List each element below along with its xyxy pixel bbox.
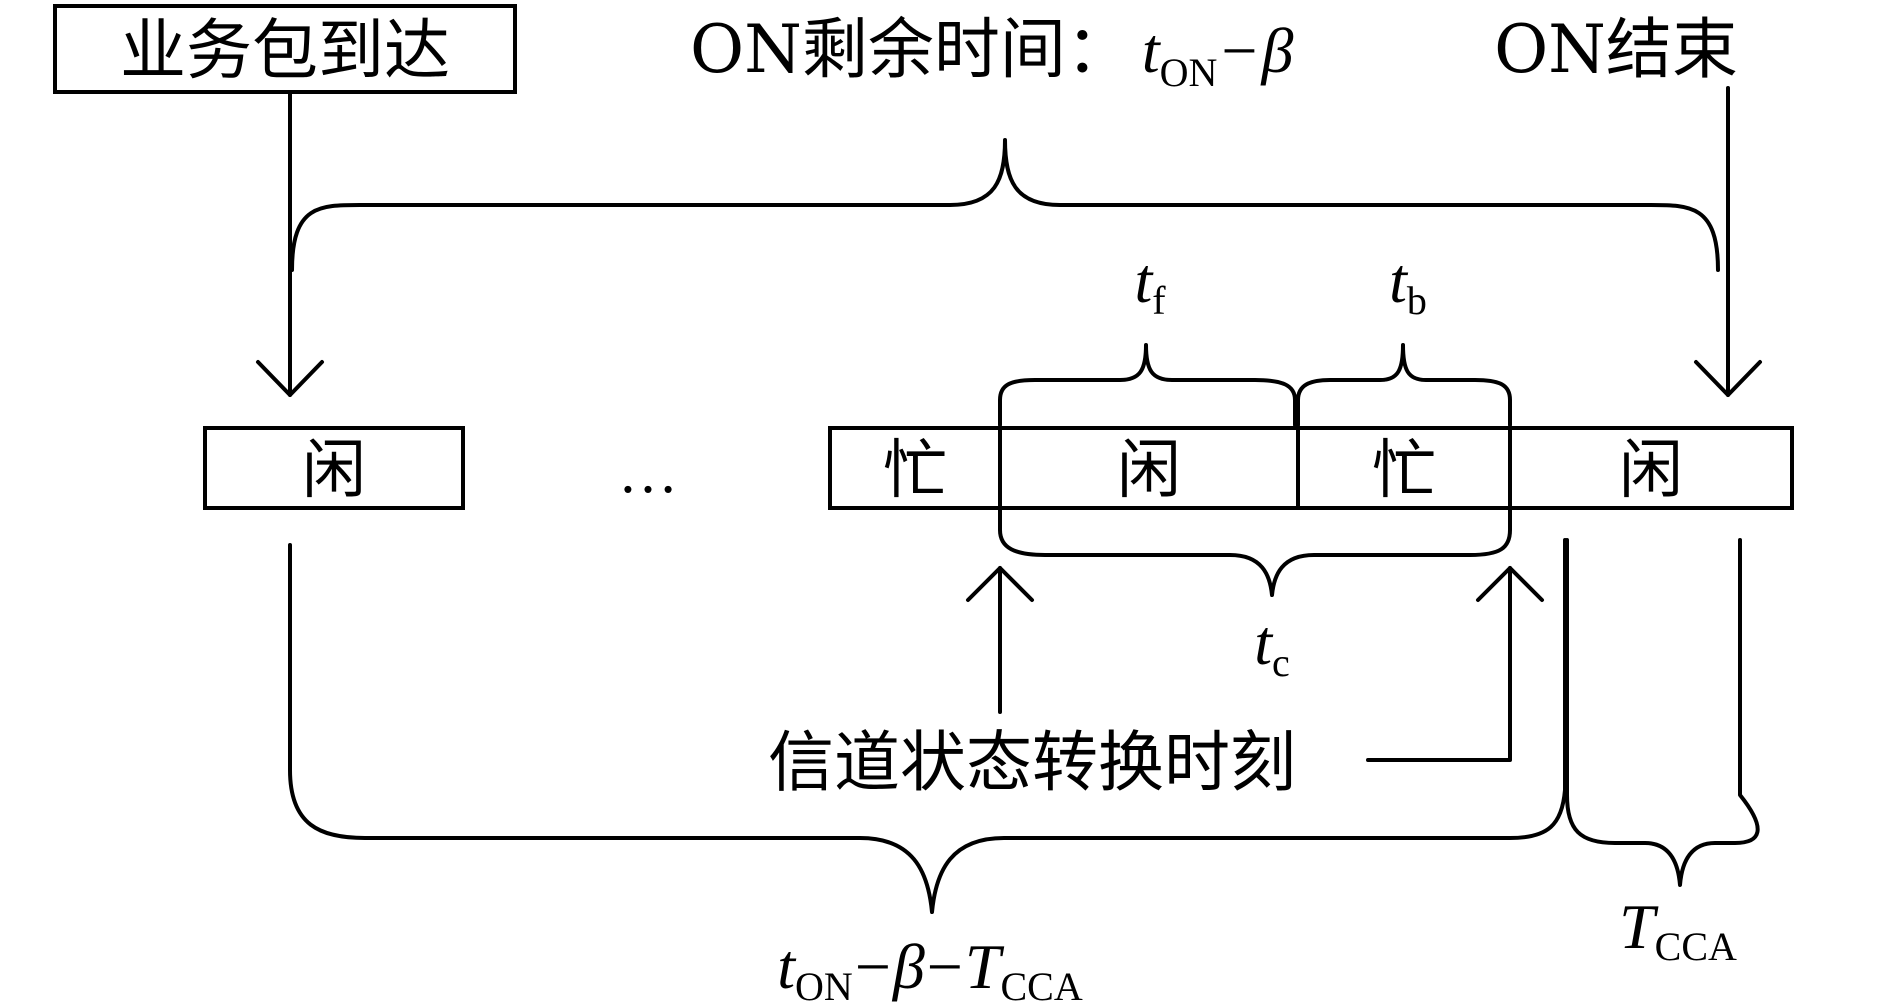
tf-brace: [998, 343, 1297, 427]
tc-brace: [998, 503, 1512, 597]
on-end-label: ON结束: [1494, 11, 1738, 88]
slot-idle-1-label: 闲: [302, 434, 366, 508]
channel-transition-label: 信道状态转换时刻: [768, 724, 1296, 801]
tb-brace: [1296, 343, 1512, 427]
slot-idle-2: 闲: [998, 426, 1300, 510]
slot-idle-2-label: 闲: [1117, 434, 1181, 508]
slot-idle-3: 闲: [1508, 426, 1794, 510]
remaining-minus-cca-label: tON−β−TCCA: [777, 931, 1083, 1008]
transition-arrow-left: [966, 566, 1034, 714]
tcca-brace: [1565, 538, 1760, 887]
slot-busy-1-label: 忙: [883, 434, 947, 508]
remaining-minus-cca-brace: [288, 538, 1567, 914]
slot-busy-2: 忙: [1296, 426, 1512, 510]
on-end-arrow: [1694, 86, 1762, 397]
slot-idle-3-label: 闲: [1619, 434, 1683, 508]
slot-idle-1: 闲: [203, 426, 465, 510]
on-remaining-brace: [290, 138, 1720, 272]
tb-label: tb: [1389, 245, 1427, 323]
tf-label: tf: [1134, 245, 1166, 323]
slot-busy-2-label: 忙: [1372, 434, 1436, 508]
packet-arrival-label: 业务包到达: [120, 12, 450, 89]
on-remaining-label: ON剩余时间：tON−β: [690, 11, 1294, 95]
arrival-arrow: [256, 90, 324, 397]
transition-arrow-right: [1366, 566, 1544, 762]
ellipsis: …: [618, 439, 678, 505]
tcca-label: TCCA: [1619, 891, 1737, 969]
packet-arrival-box: 业务包到达: [53, 4, 517, 94]
tc-label: tc: [1254, 607, 1290, 685]
slot-busy-1: 忙: [828, 426, 1002, 510]
